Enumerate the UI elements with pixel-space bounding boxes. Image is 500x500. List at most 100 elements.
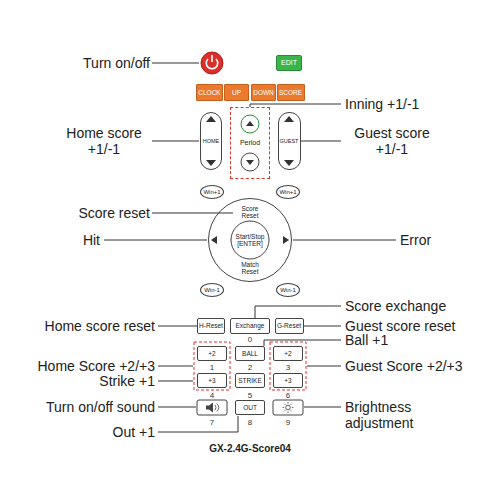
button-label: STRIKE <box>238 377 261 384</box>
guest-keys-bracket <box>270 342 306 390</box>
key-number: 4 <box>210 391 214 400</box>
key-number: 2 <box>248 363 252 372</box>
leader-line <box>255 306 341 318</box>
leader-line <box>158 326 197 327</box>
remote-outline <box>161 11 339 491</box>
remote-button: Period <box>230 107 270 179</box>
key-number: 9 <box>286 418 290 427</box>
button-label: Exchange <box>236 322 265 329</box>
callout-label: Turn on/off <box>83 55 150 71</box>
button-label: H-Reset <box>199 322 223 329</box>
remote-button: HOME <box>200 112 222 170</box>
remote-button: Exchange <box>230 318 270 334</box>
remote-button: UP <box>224 84 249 101</box>
remote-button: GUEST <box>278 112 301 170</box>
leader-line <box>304 326 341 327</box>
callout-label: Hit <box>83 232 100 248</box>
key-number: 1 <box>210 363 214 372</box>
callout-label: Guest Score +2/+3 <box>345 358 463 374</box>
brightness-button <box>273 400 303 415</box>
remote-button: OUT <box>235 400 265 415</box>
button-label: Period <box>240 139 260 147</box>
key-number: 8 <box>248 418 252 427</box>
button-label: BALL <box>242 350 258 357</box>
callout-label: Brightness adjustment <box>345 399 445 431</box>
button-label: Score Reset <box>233 205 267 219</box>
up-arrow <box>206 116 216 122</box>
remote-button: Win-1 <box>200 283 224 297</box>
home-keys-bracket <box>194 342 230 390</box>
leader-line <box>104 240 207 241</box>
callout-label: Out +1 <box>113 424 155 440</box>
button-label: OUT <box>243 404 257 411</box>
button-label: +2 <box>208 350 215 357</box>
period-up-button <box>241 115 259 133</box>
callout-label: Score exchange <box>345 298 446 314</box>
callout-label: Home score reset <box>45 318 155 334</box>
sound-icon <box>206 403 213 413</box>
button-label: SCORE <box>279 89 302 96</box>
power-icon <box>211 55 213 62</box>
remote-button: Win+1 <box>200 185 224 199</box>
callout-label: Guest score +1/-1 <box>342 125 442 157</box>
leader-line <box>158 381 193 382</box>
button-label: HOME <box>203 138 220 144</box>
leader-line <box>152 213 233 214</box>
remote-button: Win+1 <box>276 185 300 199</box>
callout-label: Home score +1/-1 <box>58 125 150 157</box>
remote-button: CLOCK <box>196 84 223 101</box>
leader-line <box>301 141 341 142</box>
down-arrow <box>246 160 254 165</box>
button-label: Win+1 <box>203 189 220 196</box>
button-label: Win-1 <box>204 287 220 294</box>
button-label: Start/Stop [ENTER] <box>233 233 267 247</box>
callout-label: Inning +1/-1 <box>345 96 419 112</box>
button-label: G-Reset <box>277 322 301 329</box>
leader-line <box>152 141 199 142</box>
leader-line <box>307 366 341 367</box>
right-arrow <box>283 236 289 244</box>
remote-button: Win-1 <box>276 283 300 297</box>
period-down-button <box>241 153 259 171</box>
up-arrow <box>246 121 254 126</box>
callout-label: Score reset <box>78 205 150 221</box>
button-label: Match Reset <box>233 261 267 275</box>
key-number: 7 <box>210 418 214 427</box>
button-label: GUEST <box>280 138 299 144</box>
remote-button: SCORE <box>277 84 305 101</box>
direction-pad: Score ResetStart/Stop [ENTER] Match Reset <box>208 198 292 282</box>
remote-button: DOWN <box>251 84 276 101</box>
leader-line <box>158 366 193 367</box>
model-name: GX-2.4G-Score04 <box>160 443 340 454</box>
leader-line <box>293 240 396 241</box>
sound-icon <box>215 404 219 412</box>
down-arrow <box>284 160 294 166</box>
remote-button: G-Reset <box>275 318 304 334</box>
remote-button: +2 <box>273 346 303 361</box>
button-label: +3 <box>284 377 291 384</box>
key-number: 6 <box>286 391 290 400</box>
button-label: CLOCK <box>198 89 220 96</box>
callout-label: Ball +1 <box>345 332 388 348</box>
leader-line <box>158 416 238 432</box>
enter-button <box>231 221 269 259</box>
remote-button: H-Reset <box>197 318 225 334</box>
remote-button: BALL <box>235 346 265 361</box>
sound-button <box>197 400 227 415</box>
remote-button: +2 <box>197 346 227 361</box>
key-number: 0 <box>248 335 252 344</box>
callout-label: Home Score +2/+3 <box>37 358 155 374</box>
button-label: +2 <box>284 350 291 357</box>
callout-label: Error <box>400 232 431 248</box>
button-label: DOWN <box>253 89 274 96</box>
leader-line <box>304 407 341 408</box>
leader-line <box>152 63 199 64</box>
callout-label: Guest score reset <box>345 318 456 334</box>
brightness-icon <box>286 405 291 410</box>
remote-button: +3 <box>197 373 227 388</box>
up-arrow <box>284 116 294 122</box>
remote-button: EDIT <box>276 55 302 71</box>
key-number: 3 <box>286 363 290 372</box>
arrow-symbols <box>206 116 294 244</box>
leader-line <box>158 407 196 408</box>
